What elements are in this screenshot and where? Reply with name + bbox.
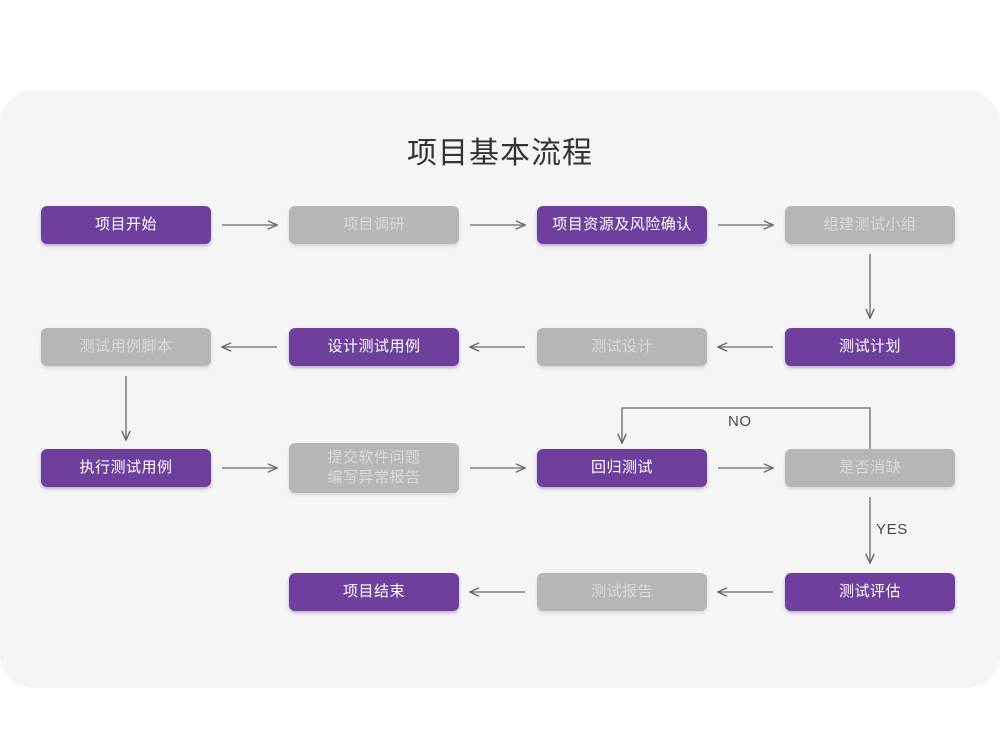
flow-node-n15[interactable]: 测试评估 (785, 573, 955, 611)
flow-node-n9[interactable]: 执行测试用例 (41, 449, 211, 487)
flow-node-n2[interactable]: 项目调研 (289, 206, 459, 244)
flow-node-n6[interactable]: 设计测试用例 (289, 328, 459, 366)
flow-node-n3[interactable]: 项目资源及风险确认 (537, 206, 707, 244)
flow-node-n13[interactable]: 项目结束 (289, 573, 459, 611)
flow-node-n10[interactable]: 提交软件问题 编写异常报告 (289, 443, 459, 493)
page-title: 项目基本流程 (407, 137, 593, 170)
flow-node-n4[interactable]: 组建测试小组 (785, 206, 955, 244)
flow-node-n5[interactable]: 测试用例脚本 (41, 328, 211, 366)
flow-node-n7[interactable]: 测试设计 (537, 328, 707, 366)
flowchart-card: 项目基本流程 (0, 90, 1000, 688)
label-yes: YES (876, 521, 908, 538)
flow-node-n12[interactable]: 是否消缺 (785, 449, 955, 487)
flow-node-n1[interactable]: 项目开始 (41, 206, 211, 244)
flow-node-n8[interactable]: 测试计划 (785, 328, 955, 366)
flow-node-n14[interactable]: 测试报告 (537, 573, 707, 611)
flow-node-n11[interactable]: 回归测试 (537, 449, 707, 487)
label-no: NO (728, 413, 752, 430)
